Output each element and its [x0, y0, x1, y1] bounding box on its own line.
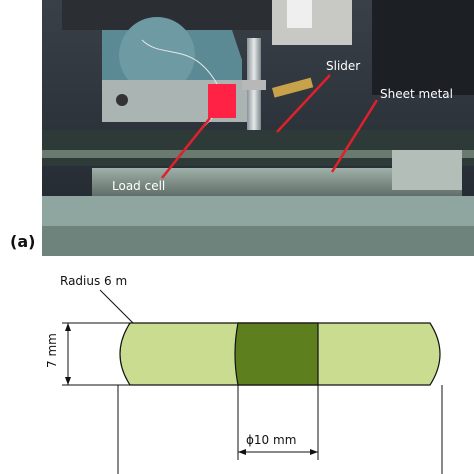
gearbox-disc [119, 17, 195, 93]
label-width: ϕ10 mm [246, 433, 296, 447]
white-box [287, 0, 312, 28]
front-rail [42, 196, 474, 226]
bolt-left [116, 94, 128, 106]
label-radius: Radius 6 m [60, 274, 127, 288]
bed-stripe [42, 150, 474, 158]
label-height: 7 mm [45, 333, 59, 368]
load-cell-body [208, 84, 236, 118]
test-rig-photo: Slider Sheet metal Load cell [42, 0, 474, 256]
arrow-sheet-metal [330, 99, 379, 173]
sensor-wire [141, 39, 218, 85]
connector [272, 77, 314, 98]
machine-base [42, 226, 474, 256]
label-sheet-metal: Sheet metal [380, 87, 453, 101]
arrow-load-cell [161, 117, 211, 179]
test-rig-photo-drawing: Slider Sheet metal Load cell [42, 0, 474, 256]
panel-label-a: (a) [10, 232, 36, 251]
height-arrow-bottom [65, 377, 71, 385]
specimen-center [234, 322, 319, 386]
arrow-slider [276, 74, 331, 133]
machine-right [372, 0, 474, 95]
height-arrow-top [65, 323, 71, 331]
width-arrow-right [310, 449, 318, 455]
slider-rod [247, 38, 261, 148]
right-fixture [392, 150, 462, 190]
label-load-cell: Load cell [112, 179, 165, 193]
label-slider: Slider [326, 59, 360, 73]
specimen-diagram: Radius 6 m 7 mm ϕ10 mm [45, 274, 443, 474]
width-arrow-left [238, 449, 246, 455]
rod-collar [242, 80, 266, 90]
